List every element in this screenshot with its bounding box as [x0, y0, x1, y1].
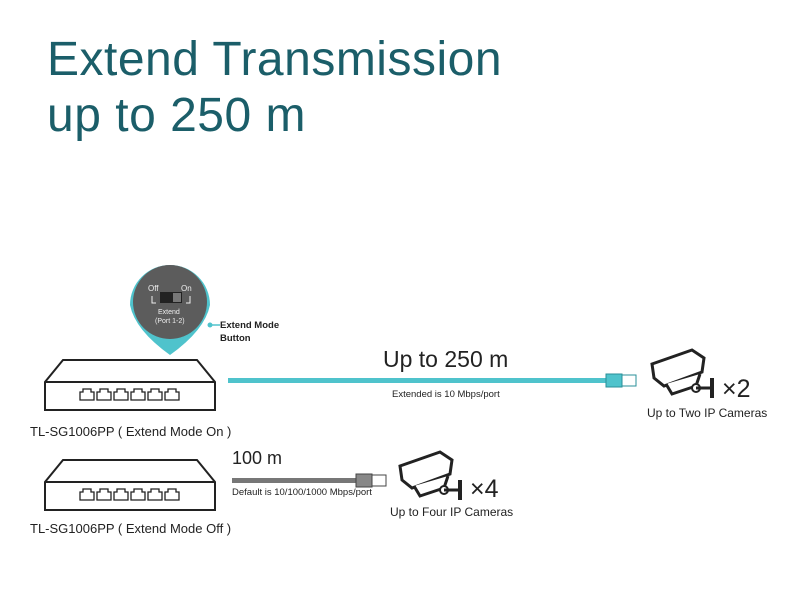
- cameras-default-label: Up to Four IP Cameras: [390, 505, 514, 519]
- on-label: On: [181, 284, 192, 293]
- extend-label: Extend: [158, 309, 180, 316]
- device-label-extend-off: TL-SG1006PP ( Extend Mode Off ): [30, 521, 232, 536]
- device-label-extend-on: TL-SG1006PP ( Extend Mode On ): [30, 424, 232, 439]
- rj45-connector-default-icon: [355, 473, 387, 488]
- camera-count-extended: ×2: [722, 375, 751, 403]
- ip-camera-icon: [398, 450, 462, 502]
- ports-label: (Port 1-2): [155, 318, 185, 325]
- title-line-2: up to 250 m: [47, 89, 306, 142]
- cameras-extended-label: Up to Two IP Cameras: [647, 406, 768, 420]
- extended-speed: Extended is 10 Mbps/port: [392, 389, 500, 400]
- extended-distance: Up to 250 m: [383, 346, 509, 372]
- switch-extend-on-icon: [44, 359, 216, 411]
- extend-mode-button-label-2: Button: [220, 333, 251, 344]
- switch-extend-off-icon: [44, 459, 216, 511]
- title-line-1: Extend Transmission: [47, 33, 503, 86]
- default-cable: [232, 478, 356, 483]
- default-distance: 100 m: [232, 448, 283, 468]
- camera-count-default: ×4: [470, 475, 499, 503]
- rj45-connector-extended-icon: [605, 373, 637, 388]
- ip-camera-icon: [650, 348, 714, 400]
- default-speed: Default is 10/100/1000 Mbps/port: [232, 487, 372, 498]
- extended-cable: [228, 378, 608, 383]
- off-label: Off: [148, 284, 159, 293]
- extend-mode-button-label: Extend Mode: [220, 320, 280, 331]
- extend-mode-callout: [130, 265, 220, 355]
